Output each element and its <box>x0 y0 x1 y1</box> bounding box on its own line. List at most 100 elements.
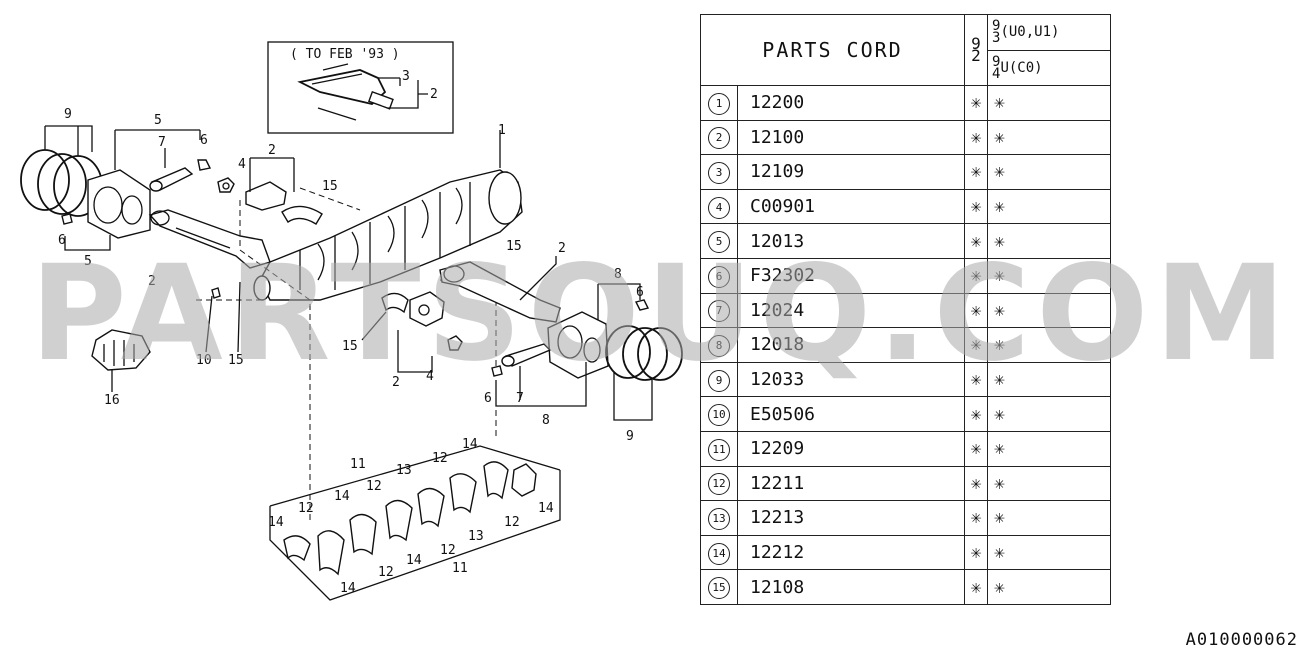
applicability-93-94: ✳ <box>987 85 1111 121</box>
ref-number-cell: 4 <box>700 188 738 225</box>
main-bearing-set <box>269 445 561 601</box>
upper-bearing-shell <box>281 205 323 225</box>
callout-6: 6 <box>636 285 644 300</box>
applicability-93-94: ✳ <box>987 188 1111 225</box>
callout-15: 15 <box>228 353 244 368</box>
callout-14: 14 <box>268 515 284 530</box>
ref-number: 15 <box>708 577 730 600</box>
applicability-93-94: ✳ <box>987 154 1111 190</box>
applicability-93-94: ✳ <box>987 361 1111 398</box>
callout-9: 9 <box>626 429 634 444</box>
ref-number-cell: 12 <box>700 465 738 502</box>
crankshaft <box>253 130 523 301</box>
ref-number: 7 <box>708 300 730 323</box>
applicability-92: ✳ <box>964 534 988 571</box>
callout-12: 12 <box>432 451 448 466</box>
header-year-94: 9 4 U(C0) <box>987 49 1111 86</box>
table-header-row: PARTS CORD 9 2 9 3 (U0,U1) <box>700 14 1111 86</box>
applicability-92: ✳ <box>964 569 988 605</box>
ref-number-cell: 1 <box>700 85 738 121</box>
applicability-93-94: ✳ <box>987 119 1111 156</box>
ref-number-cell: 13 <box>700 500 738 536</box>
applicability-92: ✳ <box>964 396 988 432</box>
right-connecting-rod <box>439 256 561 323</box>
header-year-93: 9 3 (U0,U1) <box>987 14 1111 51</box>
callout-8: 8 <box>542 413 550 428</box>
applicability-93-94: ✳ <box>987 534 1111 571</box>
callout-14: 14 <box>334 489 350 504</box>
part-code: E50506 <box>737 396 965 432</box>
callout-8: 8 <box>614 267 622 282</box>
callout-13: 13 <box>396 463 412 478</box>
crank-sprocket <box>91 329 151 392</box>
callout-15: 15 <box>322 179 338 194</box>
ref-number-cell: 8 <box>700 327 738 363</box>
table-header-row-2: 9 4 U(C0) <box>701 49 1111 86</box>
ref-number-cell: 7 <box>700 292 738 329</box>
part-code: 12211 <box>737 465 965 502</box>
callout-14: 14 <box>462 437 478 452</box>
applicability-93-94: ✳ <box>987 396 1111 432</box>
parts-code-table: PARTS CORD 9 2 9 3 (U0,U1) 9 4 U(C0) <box>700 14 1111 605</box>
applicability-93-94: ✳ <box>987 292 1111 329</box>
exploded-parts-diagram: ( TO FEB '93 ) <box>20 41 683 601</box>
callout-15: 15 <box>506 239 522 254</box>
callout-11: 11 <box>350 457 366 472</box>
ref-number: 11 <box>708 438 730 461</box>
part-code: 12018 <box>737 327 965 363</box>
ref-number: 10 <box>708 404 730 427</box>
callout-16: 16 <box>104 393 120 408</box>
callout-3: 3 <box>402 69 410 84</box>
applicability-93-94: ✳ <box>987 569 1111 605</box>
callout-6: 6 <box>58 233 66 248</box>
ref-number-cell: 11 <box>700 430 738 467</box>
part-code: 12200 <box>737 85 965 121</box>
ref-number: 4 <box>708 196 730 219</box>
applicability-93-94: ✳ <box>987 223 1111 259</box>
ref-number: 12 <box>708 473 730 496</box>
part-code: 12209 <box>737 430 965 467</box>
callout-12: 12 <box>504 515 520 530</box>
ref-number: 6 <box>708 265 730 288</box>
ref-number: 13 <box>708 507 730 530</box>
callout-labels: 1 2 2 2 2 2 3 4 4 5 5 6 6 6 6 7 7 8 8 9 … <box>58 69 644 596</box>
part-code: F32302 <box>737 257 965 294</box>
callout-12: 12 <box>378 565 394 580</box>
callout-4: 4 <box>238 157 246 172</box>
part-code: 12212 <box>737 534 965 571</box>
callout-9: 9 <box>64 107 72 122</box>
crank-key <box>205 281 241 353</box>
applicability-93-94: ✳ <box>987 430 1111 467</box>
right-piston-rings <box>605 325 683 421</box>
ref-number: 5 <box>708 231 730 254</box>
applicability-93-94: ✳ <box>987 465 1111 502</box>
ref-number-cell: 10 <box>700 396 738 432</box>
applicability-92: ✳ <box>964 85 988 121</box>
right-piston-pin <box>491 299 650 407</box>
upper-bearing-cap <box>245 157 295 211</box>
part-code: C00901 <box>737 188 965 225</box>
left-connecting-rod <box>148 209 271 269</box>
callout-14: 14 <box>340 581 356 596</box>
ref-number: 9 <box>708 369 730 392</box>
ref-number: 1 <box>708 92 730 115</box>
callout-4: 4 <box>426 369 434 384</box>
applicability-92: ✳ <box>964 327 988 363</box>
callout-2: 2 <box>148 274 156 289</box>
applicability-92: ✳ <box>964 119 988 156</box>
callout-12: 12 <box>298 501 314 516</box>
ref-number-cell: 14 <box>700 534 738 571</box>
inset-label: ( TO FEB '93 ) <box>290 47 400 62</box>
